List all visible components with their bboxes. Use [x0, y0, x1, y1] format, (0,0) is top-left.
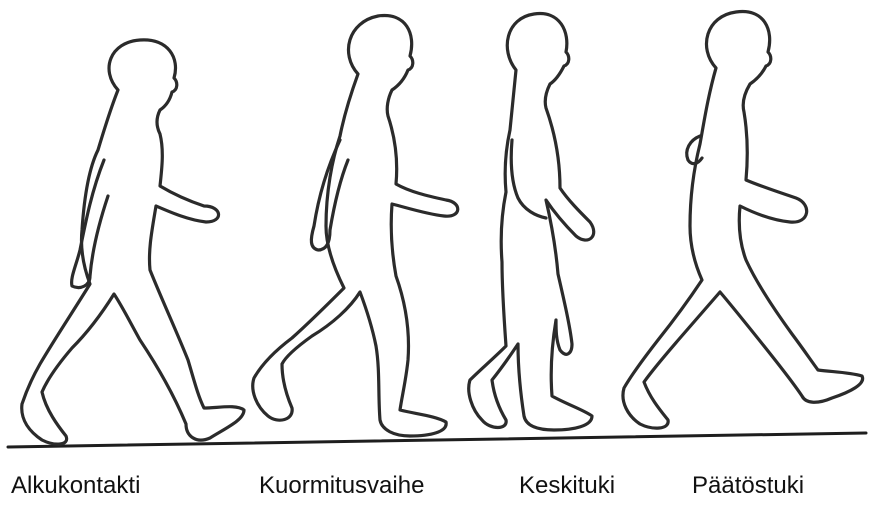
phase-label-loading-response: Kuormitusvaihe	[259, 474, 424, 498]
phase-label-terminal-stance: Päätöstuki	[692, 474, 804, 498]
phase-label-initial-contact: Alkukontakti	[11, 474, 140, 498]
phase-label-mid-stance: Keskituki	[519, 474, 615, 498]
walking-figure-loading-response	[253, 16, 458, 436]
walking-figure-mid-stance	[469, 14, 594, 430]
walking-figure-terminal-stance	[623, 12, 863, 429]
walking-figure-initial-contact	[22, 40, 244, 444]
ground-line	[8, 433, 866, 447]
